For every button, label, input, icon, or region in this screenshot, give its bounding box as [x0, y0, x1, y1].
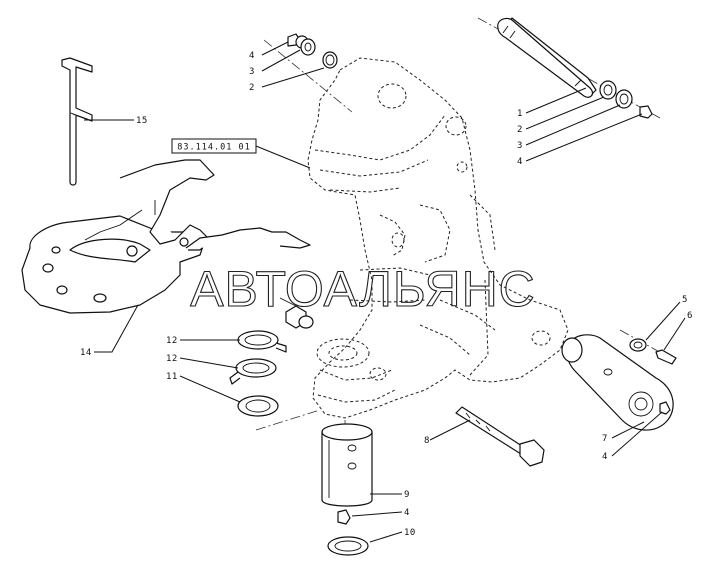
top-left-fasteners [287, 33, 338, 69]
callout-top-left-2: 2 [249, 83, 255, 93]
callout-hitch-14: 14 [80, 348, 92, 358]
callout-pin-9: 9 [404, 490, 410, 500]
top-right-pin-assembly [497, 17, 653, 119]
callout-top-right-3: 3 [517, 141, 523, 151]
callout-top-left-3: 3 [249, 67, 255, 77]
callout-bolt-8: 8 [424, 436, 430, 446]
part-8-long-bolt [455, 406, 545, 467]
callout-top-right-1: 1 [517, 109, 523, 119]
callout-right-5: 5 [682, 295, 688, 305]
callout-pin-4: 4 [404, 508, 410, 518]
hitch-bolt [279, 297, 314, 329]
ghost-housing [307, 57, 569, 419]
part-15-bracket [61, 57, 93, 186]
callout-top-right-4: 4 [517, 157, 523, 167]
part-9-pin [321, 423, 373, 556]
callout-washer-12a: 12 [166, 336, 178, 346]
callout-washer-12b: 12 [166, 354, 178, 364]
callout-top-right-2: 2 [517, 125, 523, 135]
reference-code-box: 83.114.01 01 [171, 138, 257, 154]
watermark-text: АВТОАЛЬЯНС [190, 261, 536, 317]
callout-pin-10: 10 [404, 528, 416, 538]
callout-right-6: 6 [687, 311, 693, 321]
right-pin-assembly [561, 334, 677, 431]
leader-lines [84, 41, 686, 543]
callout-bracket-15: 15 [136, 116, 148, 126]
washer-stack [229, 330, 287, 417]
callout-right-4: 4 [602, 452, 608, 462]
part-14-hitch-plate [21, 159, 311, 314]
callout-labels: 4 3 2 1 2 3 4 15 14 12 12 11 8 9 4 10 5 … [80, 51, 693, 538]
reference-code: 83.114.01 01 [177, 143, 250, 153]
callout-washer-11: 11 [166, 372, 178, 382]
callout-top-left-4: 4 [249, 51, 255, 61]
callout-right-7: 7 [602, 434, 608, 444]
